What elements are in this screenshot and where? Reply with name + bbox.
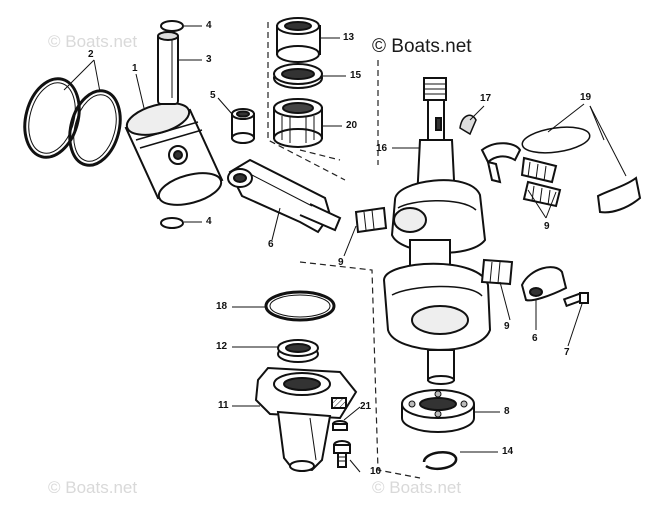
callout-12: 12 — [216, 341, 228, 352]
lower-ball-bearing — [401, 389, 475, 433]
callout-3: 3 — [206, 54, 212, 65]
watermark-bottom-right: © Boats.net — [372, 478, 462, 497]
callout-9-lower: 9 — [504, 321, 510, 332]
leader-lines — [63, 25, 627, 473]
pin-needle-bearing — [231, 108, 255, 144]
callout-11: 11 — [218, 400, 229, 411]
wrist-pin — [157, 31, 179, 105]
callout-2: 2 — [88, 49, 94, 60]
callout-4-top: 4 — [206, 20, 212, 31]
callout-18: 18 — [216, 301, 228, 312]
rod-cap — [520, 266, 568, 302]
callout-20: 20 — [346, 120, 358, 131]
callout-10: 10 — [370, 466, 382, 477]
piston — [124, 102, 224, 206]
callout-8: 8 — [504, 406, 510, 417]
callout-9-right: 9 — [544, 221, 550, 232]
callout-7: 7 — [564, 347, 570, 358]
lower-seal — [277, 339, 319, 363]
housing-screw — [333, 440, 351, 468]
crankshaft — [382, 77, 492, 385]
lower-o-ring — [264, 290, 336, 322]
upper-roller-bearing — [273, 98, 323, 148]
connecting-rod — [227, 158, 342, 234]
callout-19: 19 — [580, 92, 592, 103]
callout-21: 21 — [360, 401, 372, 412]
callout-15: 15 — [350, 70, 362, 81]
retaining-rings — [160, 20, 184, 229]
watermark-main: © Boats.net — [372, 36, 472, 57]
callout-16: 16 — [376, 143, 388, 154]
piston-rings — [23, 77, 122, 167]
lower-retaining-ring — [422, 450, 458, 470]
watermark-bottom-left: © Boats.net — [48, 478, 138, 497]
rod-cap-screw — [562, 291, 589, 308]
callout-5: 5 — [210, 90, 216, 101]
callout-6-cap: 6 — [532, 333, 538, 344]
watermark-top-left: © Boats.net — [48, 32, 138, 51]
callout-1: 1 — [132, 63, 138, 74]
dowel-pin — [332, 420, 348, 431]
bearing-retaining-ring — [521, 126, 591, 154]
callout-9-left: 9 — [338, 257, 344, 268]
callout-14: 14 — [502, 446, 514, 457]
callout-4-bottom: 4 — [206, 216, 212, 227]
lower-bearing-housing — [254, 366, 358, 472]
callout-13: 13 — [343, 32, 355, 43]
woodruff-key — [459, 114, 477, 136]
callout-6-rod: 6 — [268, 239, 274, 250]
needle-bearing-cages — [354, 142, 642, 286]
o-ring-seal — [273, 63, 323, 89]
upper-seal — [276, 17, 321, 63]
callout-17: 17 — [480, 93, 492, 104]
